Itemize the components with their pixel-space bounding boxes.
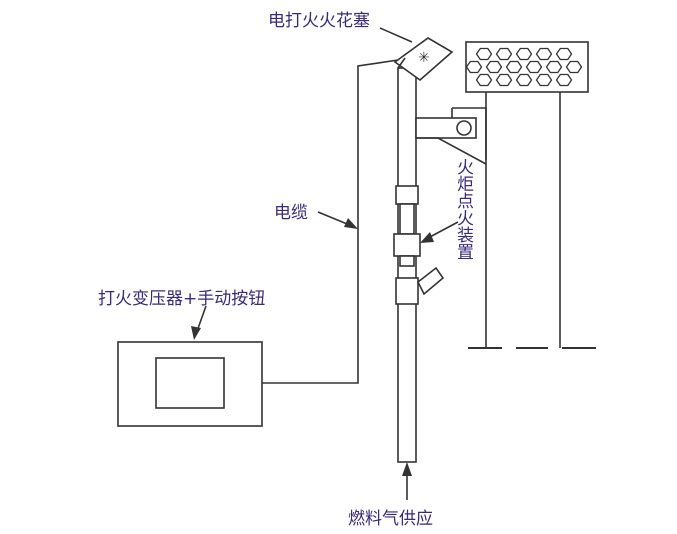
hex-cell <box>505 60 523 74</box>
mounting-bracket <box>415 107 487 165</box>
spark-plug-label: 电打火火花塞 <box>268 11 370 31</box>
hex-cell <box>495 47 513 61</box>
burner-hex-pattern <box>465 47 583 87</box>
ignition-device-arrow <box>420 221 459 243</box>
hex-cell <box>565 60 583 74</box>
fuel-supply-label: 燃料气供应 <box>348 509 433 529</box>
pipe-fittings <box>393 185 445 305</box>
transformer-label: 打火变压器+手动按钮 <box>98 289 265 309</box>
hex-cell <box>465 60 483 74</box>
fuel-supply-arrow <box>402 462 412 500</box>
hex-cell <box>555 73 573 87</box>
hex-cell <box>535 73 553 87</box>
transformer-arrow <box>191 305 207 340</box>
ignition-device-label: 火炬点火装置 <box>453 158 474 260</box>
hex-cell <box>535 47 553 61</box>
transformer-box <box>117 341 263 427</box>
cable-line <box>262 59 399 384</box>
hex-cell <box>475 47 493 61</box>
cable-arrow <box>317 211 358 229</box>
hex-cell <box>555 47 573 61</box>
spark-plug: ✳ <box>393 37 454 82</box>
hex-cell <box>525 60 543 74</box>
svg-text:✳: ✳ <box>418 50 430 66</box>
cable-label: 电缆 <box>274 203 308 223</box>
hex-cell <box>515 47 533 61</box>
hex-cell <box>475 73 493 87</box>
hex-cell <box>545 60 563 74</box>
spark-plug-leader <box>379 27 413 43</box>
hex-cell <box>495 73 513 87</box>
support-structure <box>468 92 596 349</box>
hex-cell <box>515 73 533 87</box>
hex-cell <box>485 60 503 74</box>
